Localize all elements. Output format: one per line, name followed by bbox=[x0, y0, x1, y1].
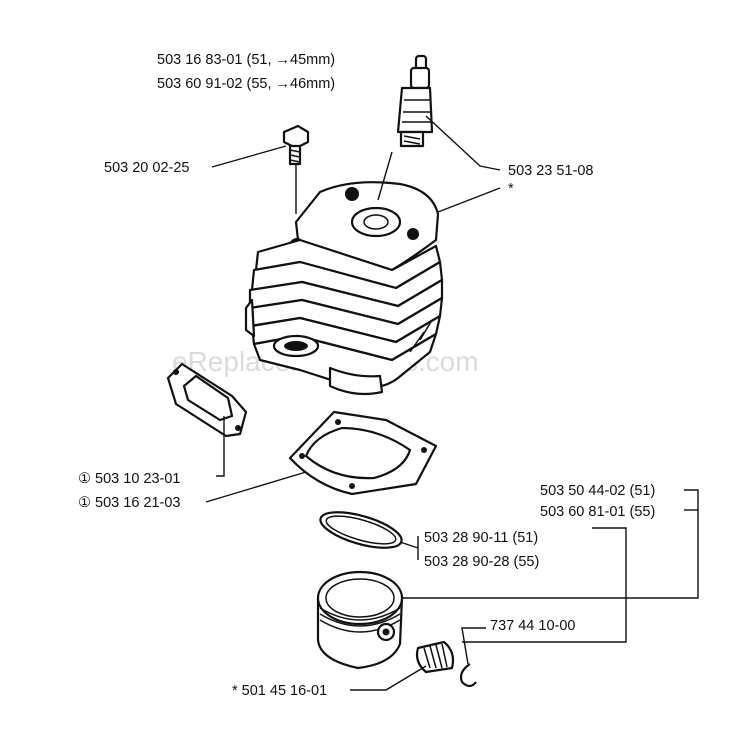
needle-bearing-illustration bbox=[415, 640, 455, 674]
label-spark-plug-55: 503 60 91-02 (55, →46mm) bbox=[157, 76, 335, 92]
label-kit-55: 503 60 81-01 (55) bbox=[540, 504, 655, 520]
label-spark-plug-51: 503 16 83-01 (51, →45mm) bbox=[157, 52, 335, 68]
leader-lines bbox=[205, 115, 699, 691]
label-bolt: 503 20 02-25 bbox=[104, 160, 189, 176]
label-kit-51: 503 50 44-02 (51) bbox=[540, 483, 655, 499]
label-needle-bearing: * 501 45 16-01 bbox=[232, 683, 327, 699]
exhaust-gasket-illustration bbox=[166, 362, 248, 438]
cylinder-illustration bbox=[244, 181, 444, 396]
base-gasket-illustration bbox=[288, 410, 438, 496]
piston-ring-illustration bbox=[319, 511, 403, 549]
piston-illustration bbox=[316, 570, 404, 670]
label-ring-51: 503 28 90-11 (51) bbox=[424, 530, 538, 546]
spark-plug-illustration bbox=[396, 54, 434, 148]
label-ring-55: 503 28 90-28 (55) bbox=[424, 554, 539, 570]
circlip-illustration bbox=[459, 663, 477, 688]
label-circlip: 737 44 10-00 bbox=[490, 618, 575, 634]
bolt-illustration bbox=[282, 124, 310, 166]
label-exhaust-gasket: ① 503 10 23-01 bbox=[78, 471, 181, 487]
label-spark-plug-part: 503 23 51-08 bbox=[508, 163, 593, 179]
label-cylinder-asterisk: * bbox=[508, 181, 514, 197]
label-base-gasket: ① 503 16 21-03 bbox=[78, 495, 181, 511]
